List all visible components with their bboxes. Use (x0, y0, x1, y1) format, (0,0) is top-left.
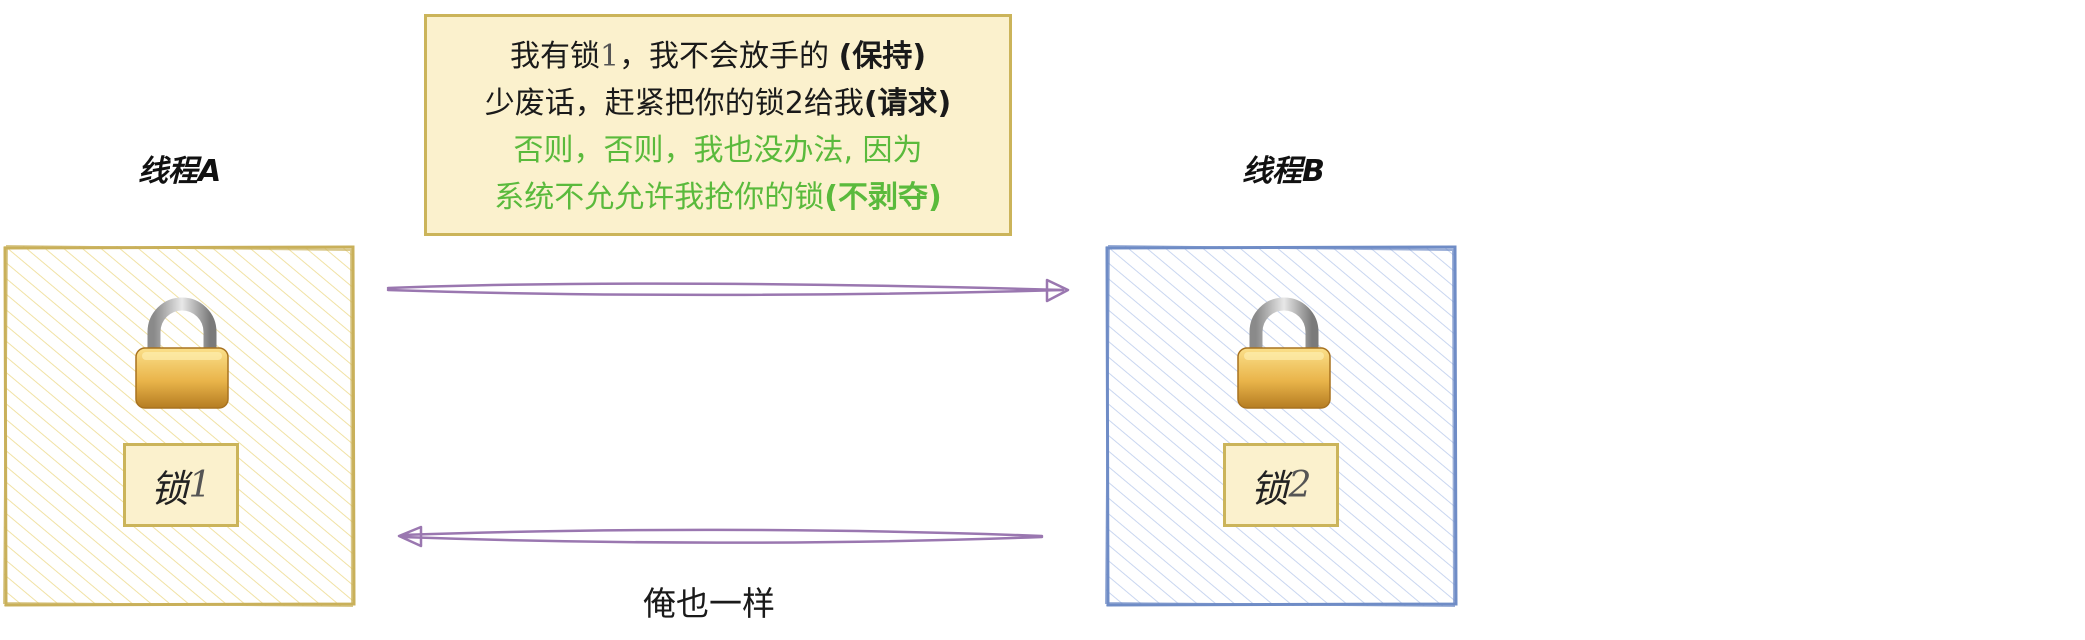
padlock-icon (1237, 297, 1331, 409)
thread-b-reply: 俺也一样 (643, 584, 775, 623)
lock-2-word: 锁 (1250, 466, 1289, 511)
note-line2-text: 少废话，赶紧把你的锁2给我 (484, 86, 864, 121)
lock-1-number: 1 (188, 464, 212, 506)
note-line-hold: 我有锁1，我不会放手的 (保持) (427, 33, 1009, 80)
note-line1-text: 我有锁 (509, 39, 600, 74)
note-hold-tag: (保持) (838, 39, 927, 74)
lock-2-number: 2 (1288, 464, 1312, 506)
thread-a-speech-note: 我有锁1，我不会放手的 (保持) 少废话，赶紧把你的锁2给我(请求) 否则，否则… (424, 14, 1012, 236)
note-line4-text: 系统不允允许我抢你的锁 (494, 180, 825, 215)
request-arrow-b-to-a (397, 525, 1044, 548)
note-no-preempt-tag: (不剥夺) (824, 180, 942, 215)
thread-a-title: 线程A (138, 154, 222, 189)
note-line-otherwise: 否则，否则，我也没办法, 因为 (513, 133, 923, 168)
lock-1-word: 锁 (150, 466, 189, 511)
note-line-request: 少废话，赶紧把你的锁2给我(请求) (427, 80, 1009, 127)
note-line1-text-b: ，我不会放手的 (619, 39, 839, 74)
note-line-no-preempt: 系统不允允许我抢你的锁(不剥夺) (427, 174, 1009, 221)
thread-b-title: 线程B (1242, 154, 1325, 189)
request-arrow-a-to-b (386, 278, 1070, 303)
note-request-tag: (请求) (863, 86, 952, 121)
padlock-icon (135, 297, 229, 409)
note-line1-num: 1 (599, 39, 620, 74)
